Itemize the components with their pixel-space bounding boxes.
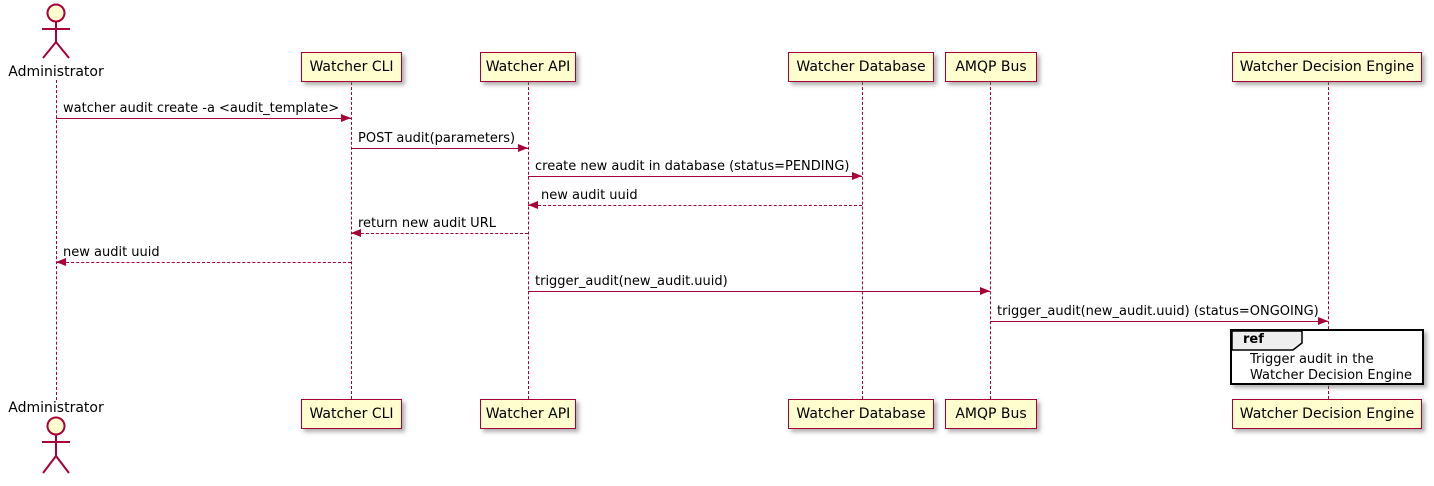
participant-bottom-watcher-api: Watcher API bbox=[480, 399, 576, 429]
lifeline-administrator bbox=[56, 80, 57, 400]
lifeline-watcher-api bbox=[528, 82, 529, 399]
participant-bottom-watcher-database: Watcher Database bbox=[788, 399, 934, 429]
ref-text-line2: Watcher Decision Engine bbox=[1250, 368, 1412, 383]
actor-icon bbox=[42, 3, 70, 59]
arrowhead-icon bbox=[980, 287, 990, 295]
participant-top-amqp-bus: AMQP Bus bbox=[945, 52, 1037, 82]
message-arrow bbox=[351, 233, 528, 234]
participant-top-watcher-decision-engine: Watcher Decision Engine bbox=[1232, 52, 1422, 82]
message-label: watcher audit create -a <audit_template> bbox=[63, 101, 340, 116]
arrowhead-icon bbox=[518, 144, 528, 152]
participant-top-watcher-api: Watcher API bbox=[480, 52, 576, 82]
lifeline-watcher-decision-engine bbox=[1328, 82, 1329, 399]
participant-bottom-watcher-cli: Watcher CLI bbox=[301, 399, 402, 429]
ref-text-line1: Trigger audit in the bbox=[1250, 352, 1374, 367]
lifeline-watcher-cli bbox=[351, 82, 352, 399]
actor-icon bbox=[42, 416, 70, 474]
actor-label-administrator-bottom: Administrator bbox=[8, 400, 104, 416]
message-label: trigger_audit(new_audit.uuid) (status=ON… bbox=[997, 304, 1319, 319]
arrowhead-icon bbox=[528, 201, 538, 209]
ref-tab-shape bbox=[1232, 331, 1303, 351]
participant-top-watcher-database: Watcher Database bbox=[788, 52, 934, 82]
arrowhead-icon bbox=[351, 229, 361, 237]
actor-label-administrator-top: Administrator bbox=[8, 64, 104, 80]
participant-top-watcher-cli: Watcher CLI bbox=[301, 52, 402, 82]
message-label: new audit uuid bbox=[541, 188, 638, 203]
message-label: trigger_audit(new_audit.uuid) bbox=[535, 274, 728, 289]
participant-bottom-watcher-decision-engine: Watcher Decision Engine bbox=[1232, 399, 1422, 429]
arrowhead-icon bbox=[1318, 317, 1328, 325]
message-arrow bbox=[56, 118, 351, 119]
message-label: POST audit(parameters) bbox=[358, 131, 516, 146]
message-arrow bbox=[56, 262, 351, 263]
message-arrow bbox=[990, 321, 1328, 322]
message-arrow bbox=[528, 205, 862, 206]
message-arrow bbox=[528, 176, 862, 177]
message-label: return new audit URL bbox=[358, 216, 496, 231]
message-arrow bbox=[351, 148, 528, 149]
arrowhead-icon bbox=[56, 258, 66, 266]
participant-bottom-amqp-bus: AMQP Bus bbox=[945, 399, 1037, 429]
ref-keyword: ref bbox=[1243, 332, 1264, 347]
ref-fragment: ref Trigger audit in the Watcher Decisio… bbox=[1230, 329, 1424, 385]
lifeline-watcher-database bbox=[862, 82, 863, 399]
arrowhead-icon bbox=[852, 172, 862, 180]
message-label: create new audit in database (status=PEN… bbox=[535, 159, 850, 174]
message-label: new audit uuid bbox=[63, 245, 160, 260]
arrowhead-icon bbox=[341, 114, 351, 122]
message-arrow bbox=[528, 291, 990, 292]
ref-text: Trigger audit in the Watcher Decision En… bbox=[1250, 352, 1412, 384]
lifeline-amqp-bus bbox=[990, 82, 991, 399]
